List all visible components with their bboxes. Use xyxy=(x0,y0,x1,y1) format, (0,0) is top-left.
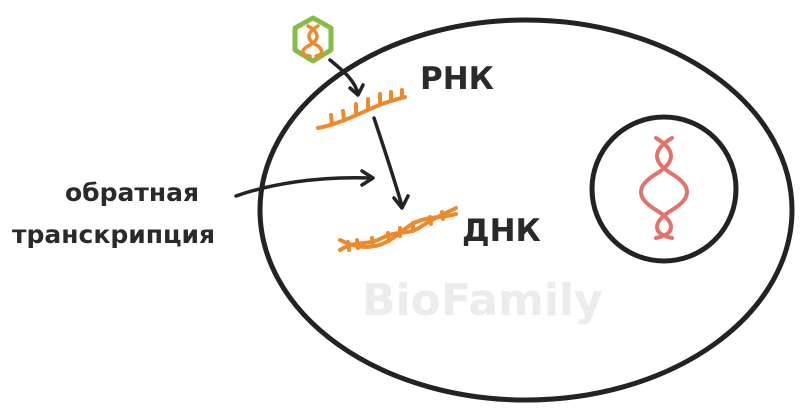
dna-label: ДНК xyxy=(462,213,541,249)
cell-nucleus xyxy=(589,114,739,264)
process-label-line1: обратная xyxy=(65,178,199,207)
watermark: BioFamily xyxy=(362,275,603,326)
arrow-virus-to-rna xyxy=(328,58,365,97)
cell-membrane xyxy=(257,17,795,403)
rna-label: РНК xyxy=(420,61,494,97)
chromosome-icon xyxy=(639,136,689,240)
arrow-rna-to-dna xyxy=(372,116,410,210)
process-label-line2: транскрипция xyxy=(12,220,215,249)
rna-strand-icon xyxy=(316,88,407,130)
arrow-process-pointer xyxy=(234,169,375,198)
virus-icon xyxy=(292,15,334,64)
dna-helix-icon xyxy=(338,206,458,252)
